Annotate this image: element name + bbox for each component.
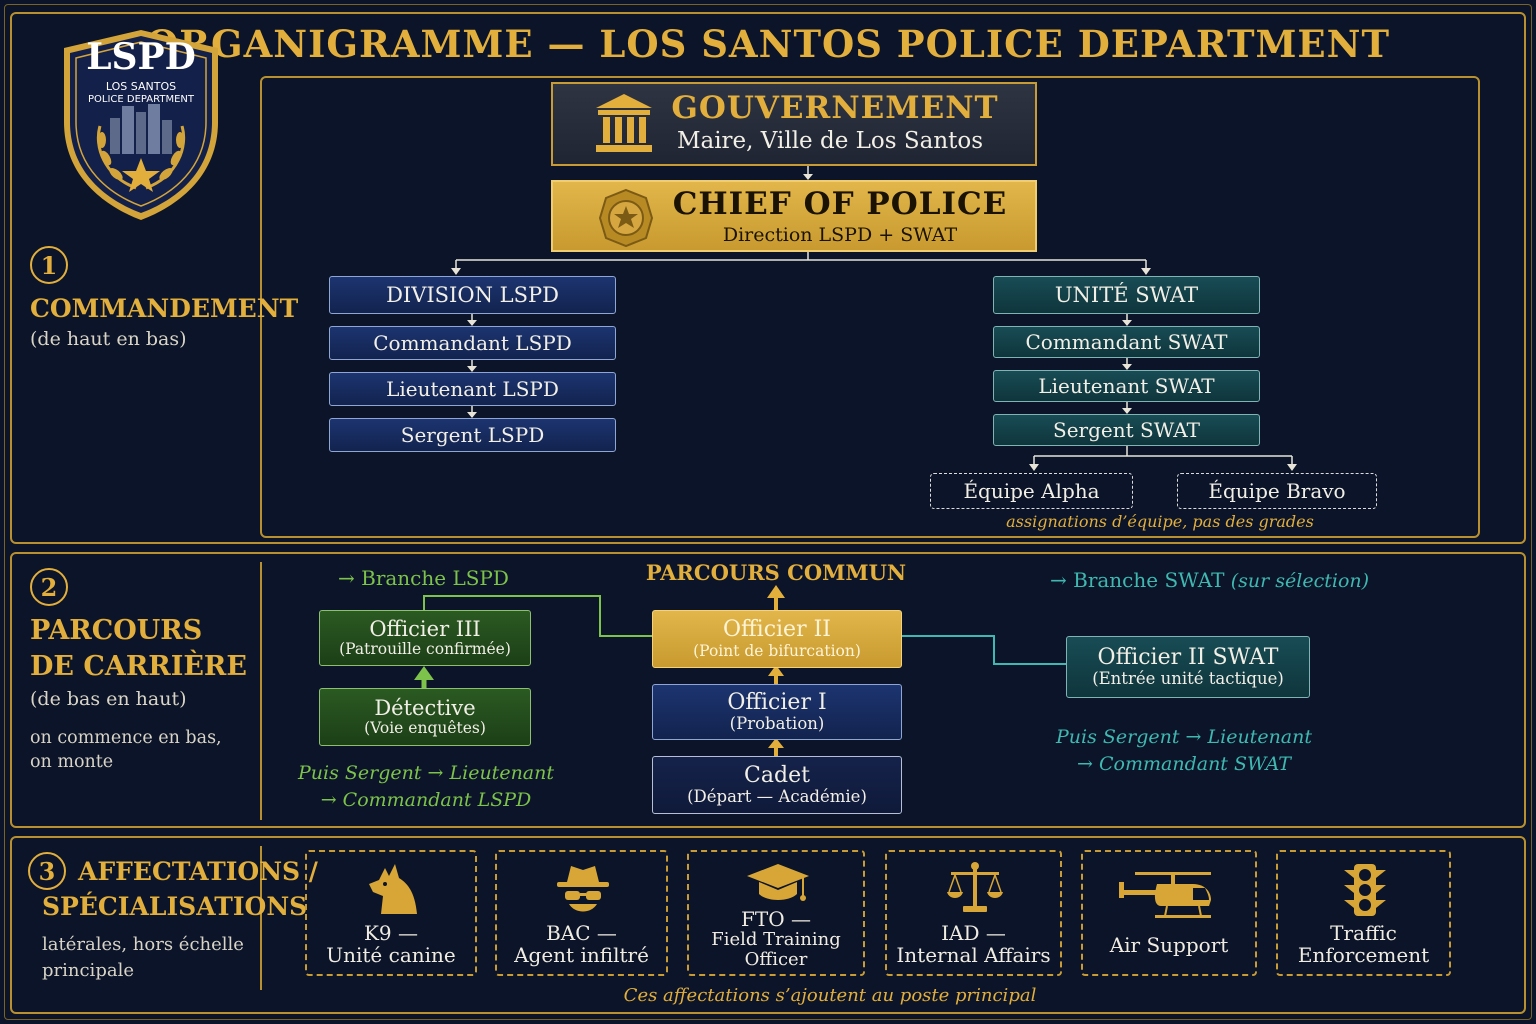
swat-commandant: Commandant SWAT (993, 326, 1260, 358)
section-assignments (10, 836, 1526, 1014)
swat-then-line2: → Commandant SWAT (1077, 753, 1291, 775)
officer2-title: Officier II (723, 617, 831, 643)
specialization-traffic: Traffic Enforcement (1276, 850, 1451, 976)
section2-divider (260, 562, 262, 820)
section2-number: 2 (30, 568, 68, 606)
government-subtitle: Maire, Ville de Los Santos (676, 128, 984, 154)
police-shield-icon (64, 30, 218, 220)
iad-line1: IAD — (941, 921, 1006, 945)
police-badge-icon (598, 188, 654, 248)
specialization-bac: BAC — Agent infiltré (495, 850, 668, 976)
team-alpha: Équipe Alpha (930, 473, 1133, 509)
helicopter-icon (1119, 872, 1211, 918)
section3-note-line2: principale (42, 960, 134, 981)
lspd-branch-label: → Branche LSPD (338, 566, 509, 590)
detective-box: Détective (Voie enquêtes) (319, 688, 531, 746)
officer2-swat-box: Officier II SWAT (Entrée unité tactique) (1066, 636, 1310, 698)
section2-note-line2: on monte (30, 752, 114, 772)
lspd-commandant: Commandant LSPD (329, 326, 616, 360)
section3-title-line2: SPÉCIALISATIONS (42, 892, 308, 921)
chief-title: CHIEF OF POLICE (672, 186, 1008, 222)
dog-icon (369, 864, 417, 914)
section2-title-line1: PARCOURS (30, 615, 203, 646)
officer2-subtitle: (Point de bifurcation) (693, 641, 861, 660)
logo-line1: LOS SANTOS (105, 80, 177, 93)
section3-title-line1: AFFECTATIONS / (78, 857, 318, 886)
command-connectors (451, 166, 1297, 471)
section-command (10, 12, 1526, 544)
swat-unit: UNITÉ SWAT (993, 276, 1260, 314)
officer1-subtitle: (Probation) (729, 714, 825, 734)
detective-subtitle: (Voie enquêtes) (364, 719, 486, 738)
government-building-icon (596, 94, 652, 152)
officer3-subtitle: (Patrouille confirmée) (339, 640, 511, 659)
government-title: GOUVERNEMENT (671, 90, 999, 126)
outer-frame (4, 4, 1532, 1020)
bac-line1: BAC — (546, 921, 617, 945)
lspd-division: DIVISION LSPD (329, 276, 616, 314)
swat-branch-text: → Branche SWAT (1050, 568, 1225, 592)
team-bravo: Équipe Bravo (1177, 473, 1377, 509)
swat-branch-note: (sur sélection) (1230, 570, 1370, 592)
teams-note: assignations d’équipe, pas des grades (1006, 512, 1314, 531)
officer3-title: Officier III (369, 617, 481, 642)
fto-line2: Field Training (711, 929, 841, 951)
scales-icon (947, 862, 1003, 912)
officer1-box: Officier I (Probation) (652, 684, 902, 740)
graduation-cap-icon (747, 864, 809, 901)
section-career (10, 552, 1526, 828)
section3-number: 3 (28, 852, 66, 890)
detective-title: Détective (374, 696, 476, 721)
traffic-light-icon (1344, 864, 1386, 916)
cadet-box: Cadet (Départ — Académie) (652, 756, 902, 814)
cadet-title: Cadet (744, 762, 810, 788)
logo-main-text: LSPD (86, 36, 196, 78)
swat-lieutenant: Lieutenant SWAT (993, 370, 1260, 402)
officer2-box: Officier II (Point de bifurcation) (652, 610, 902, 668)
specialization-air-support: Air Support (1081, 850, 1257, 976)
chief-subtitle: Direction LSPD + SWAT (722, 224, 958, 246)
section1-number: 1 (30, 246, 68, 284)
section3-note-line1: latérales, hors échelle (42, 934, 244, 955)
specialization-fto: FTO — Field Training Officer (687, 850, 865, 976)
logo-line2: POLICE DEPARTMENT (87, 94, 194, 105)
fto-line3: Officer (744, 949, 808, 971)
lspd-logo: LSPD LOS SANTOS POLICE DEPARTMENT (58, 26, 224, 222)
assignments-footer: Ces affectations s’ajoutent au poste pri… (623, 985, 1037, 1006)
swat-branch-label: → Branche SWAT (sur sélection) (1050, 568, 1369, 592)
specialization-iad: IAD — Internal Affairs (885, 850, 1062, 976)
air-support-label: Air Support (1109, 933, 1229, 957)
section2-subtitle: (de bas en haut) (30, 688, 187, 710)
swat-then-line1: Puis Sergent → Lieutenant (1056, 726, 1312, 748)
officer1-title: Officier I (727, 689, 827, 715)
k9-line1: K9 — (363, 921, 419, 945)
iad-line2: Internal Affairs (896, 943, 1051, 967)
cadet-subtitle: (Départ — Académie) (687, 787, 867, 807)
k9-line2: Unité canine (326, 943, 456, 967)
command-chart-frame (260, 76, 1480, 538)
traffic-line2: Enforcement (1297, 943, 1430, 967)
lspd-sergent: Sergent LSPD (329, 418, 616, 452)
spy-icon (557, 866, 609, 912)
officer2-swat-subtitle: (Entrée unité tactique) (1092, 669, 1284, 689)
lspd-lieutenant: Lieutenant LSPD (329, 372, 616, 406)
specialization-k9: K9 — Unité canine (305, 850, 477, 976)
common-path-label: PARCOURS COMMUN (645, 560, 907, 585)
swat-sergent: Sergent SWAT (993, 414, 1260, 446)
fto-line1: FTO — (741, 907, 811, 932)
officer2-swat-title: Officier II SWAT (1097, 644, 1279, 670)
section3-divider (260, 846, 262, 990)
lspd-then-line2: → Commandant LSPD (320, 789, 532, 811)
section2-title-line2: DE CARRIÈRE (30, 651, 247, 682)
bac-line2: Agent infiltré (514, 943, 649, 967)
section1-title: COMMANDEMENT (30, 294, 299, 323)
section1-subtitle: (de haut en bas) (30, 328, 187, 350)
officer3-box: Officier III (Patrouille confirmée) (319, 610, 531, 666)
section2-note-line1: on commence en bas, (30, 728, 222, 748)
page-title: ORGANIGRAMME — LOS SANTOS POLICE DEPARTM… (146, 22, 1390, 66)
lspd-then-line1: Puis Sergent → Lieutenant (298, 762, 554, 784)
traffic-line1: Traffic (1330, 921, 1397, 945)
career-connectors (414, 585, 1066, 756)
